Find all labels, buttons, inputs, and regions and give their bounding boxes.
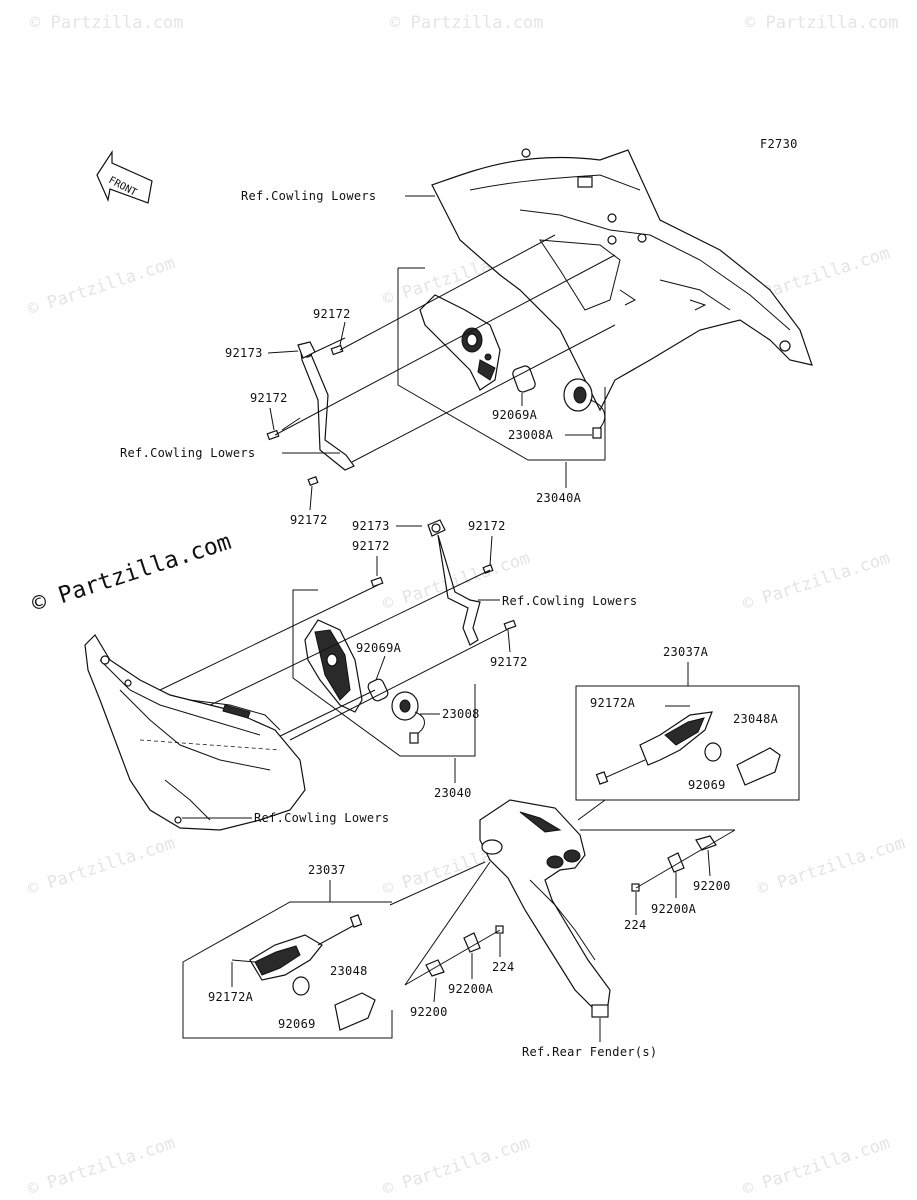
turn-signal-housing-upper [419, 294, 501, 391]
lower-cowling [84, 634, 306, 831]
part-label-23037A: 23037A [663, 645, 709, 659]
part-label-92172: 92172 [352, 539, 390, 553]
assembly-outline-23037 [182, 901, 393, 1039]
part-label-92069A: 92069A [492, 408, 538, 422]
bulb-92069 [367, 678, 389, 702]
part-label-92069A: 92069A [356, 641, 402, 655]
projection-lines-upper [274, 234, 616, 463]
ref-cowling-lowers-label: Ref.Cowling Lowers [120, 446, 255, 460]
watermark: © Partzilla.com [390, 13, 544, 33]
assembly-outline-23040A [397, 267, 606, 461]
bracket-upper [266, 341, 355, 486]
partzilla-watermark: © Partzilla.com [29, 529, 235, 618]
part-label-92200A: 92200A [651, 902, 697, 916]
projection-lines-middle [159, 569, 511, 741]
watermark: © Partzilla.com [30, 13, 184, 33]
lens-23048A [736, 747, 781, 786]
watermark: © Partzilla.com [25, 1133, 177, 1199]
part-label-23008A: 23008A [508, 428, 554, 442]
ref-cowling-lowers-label: Ref.Cowling Lowers [254, 811, 389, 825]
part-label-92069: 92069 [688, 778, 726, 792]
part-label-92172: 92172 [290, 513, 328, 527]
watermark: © Partzilla.com [755, 833, 907, 899]
part-label-23040A: 23040A [536, 491, 582, 505]
assembly-outline-23037A [575, 685, 800, 801]
part-label-92200A: 92200A [448, 982, 494, 996]
ref-cowling-lowers-label: Ref.Cowling Lowers [502, 594, 637, 608]
bracket-middle [370, 519, 517, 646]
bulb-92069-right [704, 742, 722, 762]
part-label-23037: 23037 [308, 863, 346, 877]
part-label-92173: 92173 [352, 519, 390, 533]
turn-signal-23037 [231, 914, 363, 981]
bulb-92069-left [292, 976, 310, 996]
part-label-92172: 92172 [468, 519, 506, 533]
part-label-92172: 92172 [250, 391, 288, 405]
ref-cowling-lowers-label: Ref.Cowling Lowers [241, 189, 376, 203]
part-label-23008: 23008 [442, 707, 480, 721]
hardware-right [580, 829, 736, 892]
part-label-92172A: 92172A [208, 990, 254, 1004]
part-label-92200: 92200 [693, 879, 731, 893]
watermark: © Partzilla.com [740, 1133, 892, 1199]
watermark: © Partzilla.com [25, 253, 177, 319]
hardware-left [404, 861, 504, 986]
watermark: © Partzilla.com [380, 1133, 532, 1199]
part-label-92200: 92200 [410, 1005, 448, 1019]
bulb-92069A [512, 365, 536, 393]
turn-signal-23037A [595, 705, 713, 785]
watermark: © Partzilla.com [25, 833, 177, 899]
part-label-23048: 23048 [330, 964, 368, 978]
socket-23008 [391, 691, 425, 744]
turn-signal-housing-middle [304, 619, 363, 713]
watermark: © Partzilla.com [740, 548, 892, 614]
part-label-92172: 92172 [313, 307, 351, 321]
watermark: © Partzilla.com [745, 13, 899, 33]
upper-cowling [431, 148, 813, 412]
part-label-92069: 92069 [278, 1017, 316, 1031]
part-label-224: 224 [492, 960, 515, 974]
part-label-23048A: 23048A [733, 712, 779, 726]
socket-23008A [563, 378, 606, 439]
front-arrow-icon: FRONT [96, 149, 153, 204]
ref-rear-fender-label: Ref.Rear Fender(s) [522, 1045, 657, 1059]
rear-fender-bracket [479, 799, 611, 1018]
part-label-92172: 92172 [490, 655, 528, 669]
part-label-23040: 23040 [434, 786, 472, 800]
lens-23048 [334, 992, 376, 1031]
part-label-92173: 92173 [225, 346, 263, 360]
figure-code: F2730 [760, 137, 798, 151]
assembly-outline-23040 [292, 589, 476, 757]
part-label-92172A: 92172A [590, 696, 636, 710]
part-label-224: 224 [624, 918, 647, 932]
